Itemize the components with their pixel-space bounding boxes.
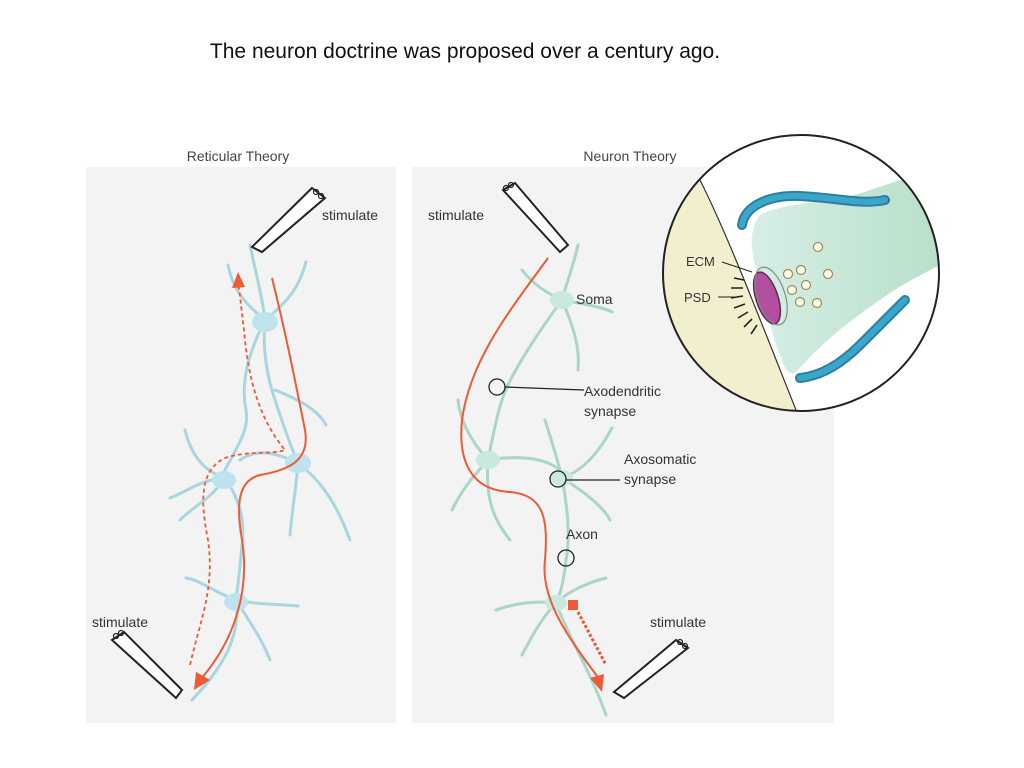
neuron-theory-panel: Neuron Theory	[412, 148, 834, 723]
reticular-soma-2	[285, 453, 311, 473]
ecm-callout-line	[721, 261, 753, 273]
psd-spikes	[730, 277, 758, 335]
ecm-label: ECM	[686, 254, 715, 269]
ecm-region	[663, 135, 800, 411]
reticular-signal-arrowhead-up	[232, 272, 245, 288]
reticular-soma-4	[224, 593, 248, 611]
axosomatic-synapse-circle	[549, 470, 567, 488]
axon-label: Axon	[566, 526, 598, 542]
reticular-signal-arrowhead-down	[194, 672, 210, 690]
axosomatic-label-line1: Axosomatic	[624, 451, 696, 467]
soma-label: Soma	[576, 291, 613, 307]
neuron-electrode-bottom	[612, 638, 690, 700]
neuron-somata	[476, 291, 574, 611]
reticular-signal-path-up	[189, 284, 287, 666]
reticular-electrode-top	[250, 186, 327, 254]
synapse-callouts	[488, 378, 620, 567]
axodendritic-callout-line	[504, 386, 585, 391]
neuron-electrode-top	[501, 181, 570, 254]
neuron-blocked-signal-marker	[568, 600, 578, 610]
slide-title: The neuron doctrine was proposed over a …	[209, 40, 721, 63]
reticular-soma-3	[212, 471, 236, 489]
reticular-stimulate-top-label: stimulate	[322, 207, 378, 223]
presynaptic-terminal	[751, 170, 939, 374]
reticular-panel-background	[86, 167, 396, 723]
psd-density	[752, 271, 782, 325]
synaptic-vesicles	[782, 241, 834, 309]
neuron-soma-2	[476, 451, 500, 469]
neuron-stimulate-bottom-label: stimulate	[650, 614, 706, 630]
axosomatic-label-line2: synapse	[624, 471, 676, 487]
neuron-theory-heading: Neuron Theory	[583, 148, 676, 164]
reticular-stimulate-bottom-label: stimulate	[92, 614, 148, 630]
synapse-inset: ECM PSD	[662, 134, 940, 412]
neuron-soma-1	[550, 291, 574, 309]
neuron-signal-path	[460, 257, 601, 681]
neuron-soma-3	[551, 470, 573, 486]
reticular-signal-path-down	[199, 277, 307, 681]
reticular-soma-1	[252, 312, 278, 332]
synaptic-cleft-line	[699, 179, 801, 411]
reticular-theory-panel: Reticular Theory	[86, 148, 396, 723]
neuron-stimulate-top-label: stimulate	[428, 207, 484, 223]
axon-circle	[557, 549, 575, 567]
reticular-electrode-bottom	[110, 629, 184, 700]
psd-label: PSD	[684, 290, 711, 305]
axodendritic-label-line2: synapse	[584, 403, 636, 419]
reticular-theory-heading: Reticular Theory	[187, 148, 289, 164]
neuron-soma-4	[545, 595, 567, 611]
inset-border	[662, 134, 940, 412]
neuron-signal-arrowhead	[590, 674, 604, 692]
axodendritic-label-line1: Axodendritic	[584, 383, 661, 399]
